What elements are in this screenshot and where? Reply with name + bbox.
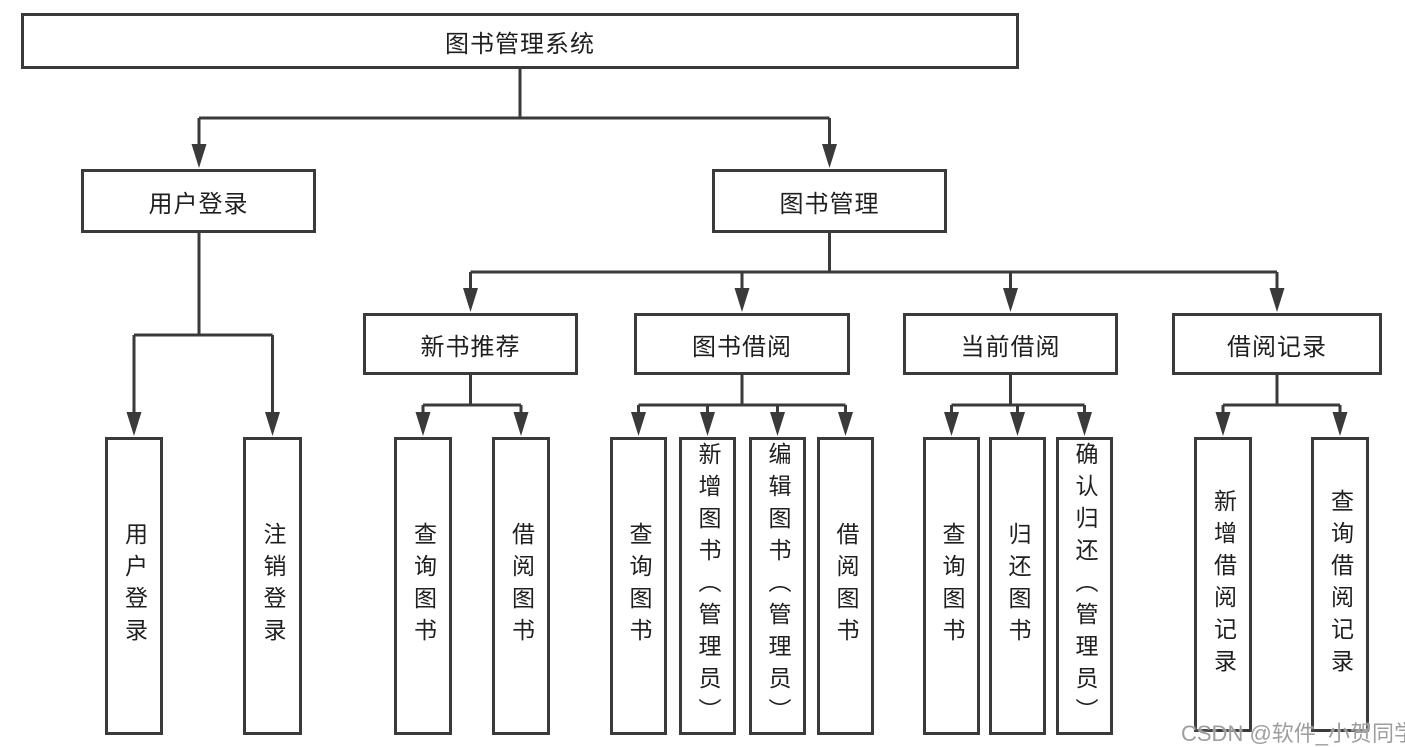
leaf-user-login: 用户登录 (105, 437, 163, 735)
watermark-text: CSDN @软件_小贺同学 (1181, 721, 1405, 746)
node-label: 借阅图书 (508, 522, 535, 650)
node-label: 查询图书 (939, 522, 965, 650)
node-label: 借阅图书 (833, 522, 859, 650)
node-label: 确认归还（管理员） (1072, 442, 1098, 730)
node-user-login: 用户登录 (81, 169, 316, 233)
leaf-query-books-current: 查询图书 (923, 437, 980, 735)
node-label: 注销登录 (260, 522, 286, 650)
leaf-add-borrow-record: 新增借阅记录 (1194, 437, 1252, 732)
leaf-logout: 注销登录 (243, 437, 302, 735)
node-label: 图书借阅 (692, 333, 792, 361)
node-label: 新书推荐 (420, 333, 521, 361)
node-label: 查询借阅记录 (1327, 488, 1354, 681)
node-book-borrowing: 图书借阅 (634, 313, 850, 375)
node-new-book-recommend: 新书推荐 (363, 313, 578, 375)
leaf-edit-books-admin: 编辑图书（管理员） (749, 437, 806, 735)
node-borrowing-records: 借阅记录 (1172, 313, 1382, 375)
leaf-query-books-borrowing: 查询图书 (610, 437, 667, 735)
leaf-confirm-return-admin: 确认归还（管理员） (1056, 437, 1113, 735)
node-label: 编辑图书（管理员） (765, 442, 791, 730)
node-label: 查询图书 (410, 522, 437, 650)
node-label: 新增图书（管理员） (695, 442, 721, 730)
node-label: 借阅记录 (1227, 333, 1327, 361)
node-label: 用户登录 (121, 522, 148, 650)
node-label: 查询图书 (626, 522, 652, 650)
node-label: 新增借阅记录 (1210, 488, 1237, 681)
node-label: 用户登录 (148, 190, 249, 218)
node-book-management: 图书管理 (712, 169, 947, 233)
node-label: 归还图书 (1005, 522, 1031, 650)
leaf-query-books-recommend: 查询图书 (394, 437, 452, 735)
leaf-add-books-admin: 新增图书（管理员） (679, 437, 736, 735)
node-label: 当前借阅 (960, 333, 1061, 361)
node-current-borrowing: 当前借阅 (903, 313, 1118, 375)
arrow-down-icons (126, 144, 1348, 436)
node-label: 图书管理系统 (445, 30, 595, 58)
leaf-borrow-books-recommend: 借阅图书 (492, 437, 550, 735)
leaf-borrow-books-borrowing: 借阅图书 (817, 437, 874, 735)
leaf-return-books: 归还图书 (989, 437, 1046, 735)
node-library-system: 图书管理系统 (21, 13, 1019, 69)
leaf-query-borrow-record: 查询借阅记录 (1311, 437, 1369, 732)
node-label: 图书管理 (779, 190, 880, 218)
